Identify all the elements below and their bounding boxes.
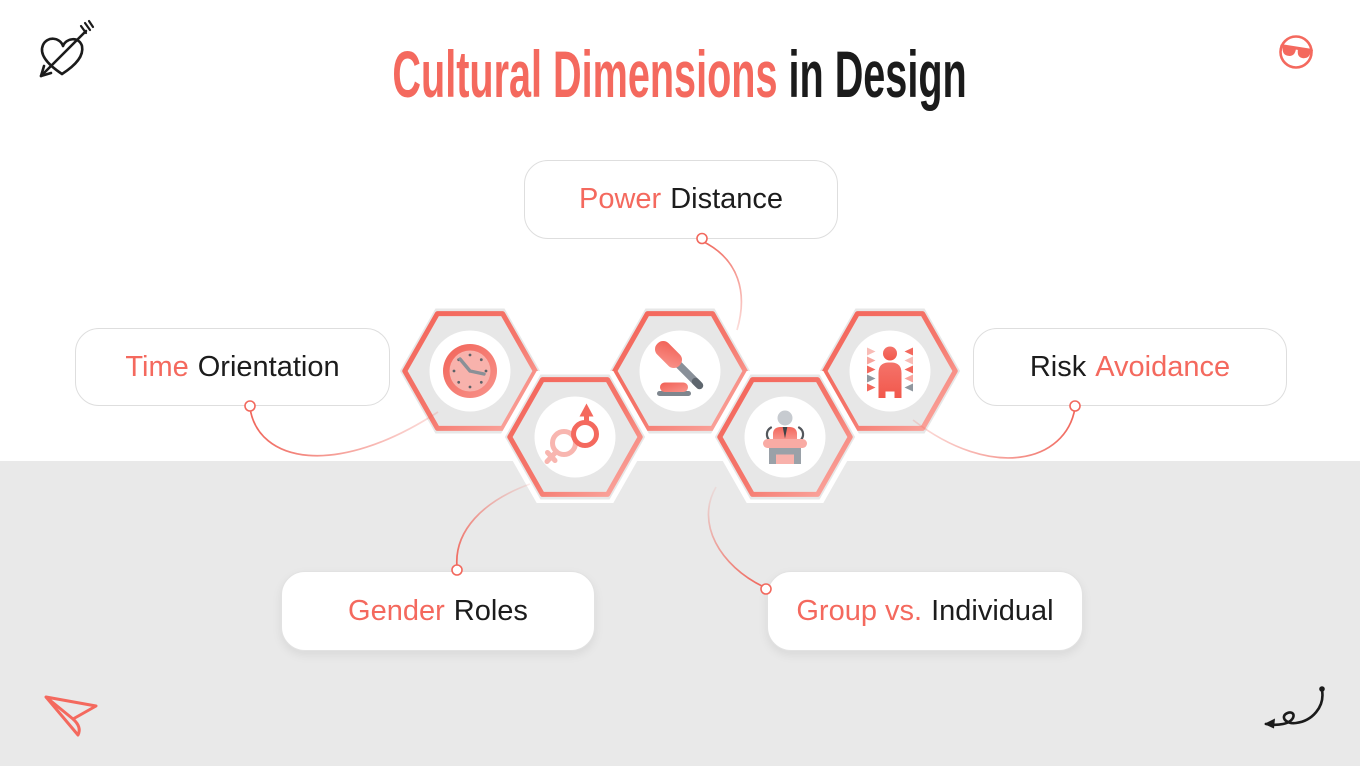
card-gender-plain-text: Roles [453,594,528,627]
person-pressure-icon [867,346,913,398]
card-gender-roles: Gender Roles [281,571,595,651]
podium-speaker-icon [763,410,807,464]
card-power-plain-text: Distance [670,183,784,215]
loop-arrow-doodle [1264,686,1325,729]
paper-plane-doodle [44,695,98,737]
sunglasses-face-doodle [1279,35,1313,69]
card-time-orientation: Time Orientation [75,328,390,406]
card-power-distance: Power Distance [524,160,838,239]
hexagon-gender [500,371,650,503]
card-time-accent-text: Time [125,350,189,383]
clock-icon [443,344,497,398]
gender-symbols-icon [544,403,599,464]
card-group-individual: Group vs. Individual [767,571,1083,651]
card-group-accent-text: Group vs. [796,594,923,627]
card-power-accent-text: Power [578,183,662,215]
title-accent-text: Cultural Dimensions [392,37,778,111]
card-group-plain-text: Individual [931,594,1054,627]
page-title: Cultural Dimensions in Design [0,36,1360,112]
gavel-icon [654,340,704,396]
heart-arrow-doodle [39,19,95,78]
hexagon-risk [815,305,965,437]
background-gray-band [0,461,1360,766]
card-risk-plain-text: Risk [1029,350,1087,383]
card-time-plain-text: Orientation [197,350,340,383]
hexagon-group [710,371,860,503]
card-risk-avoidance: Risk Avoidance [973,328,1287,406]
card-gender-accent-text: Gender [348,594,445,627]
title-plain-text: in Design [788,37,968,111]
card-risk-accent-text: Avoidance [1095,350,1231,383]
